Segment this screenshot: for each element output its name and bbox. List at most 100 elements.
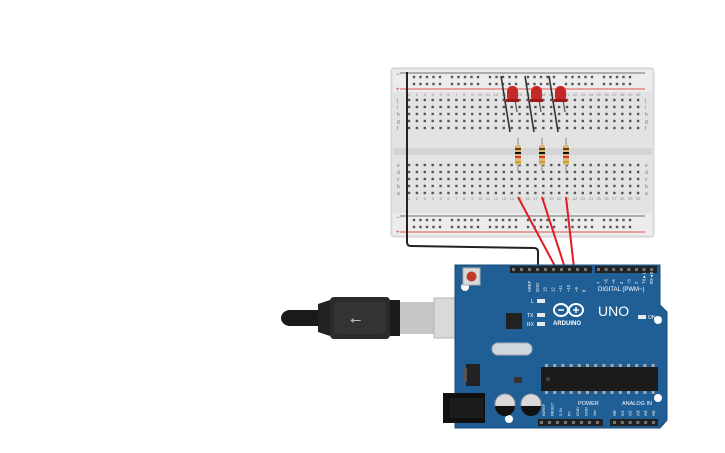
row-letter: d [397,170,400,176]
crystal-oscillator [491,342,533,356]
column-number: 22 [573,196,578,201]
column-number: 14 [509,196,514,201]
resistor-1[interactable] [515,138,521,172]
row-letter: f [397,126,399,132]
led-3[interactable] [548,75,567,133]
led-2[interactable] [524,75,543,133]
column-number: 30 [636,196,641,201]
column-number: 23 [581,92,586,97]
rx-label: RX [527,322,535,328]
digital-pin-label: 8 [582,289,587,292]
row-letter: h [397,112,400,118]
column-number: 24 [588,196,593,201]
power-pin-label: GND [584,407,589,416]
column-number: 21 [565,92,570,97]
led-1[interactable] [500,75,519,133]
power-header-label: POWER [578,401,599,407]
column-number: 11 [486,196,491,201]
column-number: 27 [612,196,617,201]
ground-wire[interactable] [406,72,539,268]
column-number: 5 [439,92,442,97]
column-number: 19 [549,196,554,201]
row-letter: e [645,163,648,169]
column-number: 28 [620,92,625,97]
digital-pin-label: 2 [634,281,639,284]
column-number: 7 [455,92,458,97]
red-wire-1[interactable] [517,196,557,269]
digital-pin-label: GND [535,283,540,292]
power-pin-label: GND [575,407,580,416]
column-number: 9 [471,92,474,97]
digital-pin-label: 7 [596,281,601,284]
on-led [638,315,646,319]
usb-cable[interactable]: ⭠ [281,297,485,339]
analog-pin-label: A4 [643,410,648,416]
resistor-2[interactable] [539,138,545,172]
analog-pin-label: A3 [635,410,640,416]
column-number: 18 [541,196,546,201]
red-wire-3[interactable] [565,196,575,269]
digital-header-label: DIGITAL (PWM~) [598,287,645,293]
column-number: 15 [517,92,522,97]
column-number: 9 [471,196,474,201]
analog-pin-label: A0 [612,410,617,416]
column-number: 21 [565,196,570,201]
digital-header-left[interactable] [510,266,592,273]
column-number: 1 [408,196,411,201]
center-channel [393,148,652,155]
column-number: 29 [628,92,633,97]
tx-led [537,313,545,317]
rail-minus-label: − [396,72,400,78]
brand-label: ARDUINO [553,321,581,327]
column-number: 27 [612,92,617,97]
column-number: 25 [596,92,601,97]
digital-pin-label: ~6 [604,279,609,284]
row-letter: i [397,105,398,111]
resistor-3[interactable] [563,138,569,172]
rail-plus-label-bottom: + [396,230,400,236]
column-number: 24 [588,92,593,97]
rx-led [537,322,545,326]
mount-hole [505,415,513,423]
column-number: 4 [432,92,435,97]
analog-header[interactable] [610,419,658,426]
red-wire-2[interactable] [541,196,566,269]
column-number: 11 [486,92,491,97]
tx-label: TX [527,313,534,319]
arduino-logo-icon [553,303,584,317]
wires[interactable] [406,72,575,269]
column-number: 7 [455,196,458,201]
analog-pin-label: A1 [620,410,625,416]
column-number: 10 [478,92,483,97]
power-header[interactable] [538,419,603,426]
digital-pin-label: ~5 [611,279,616,284]
column-number: 30 [636,92,641,97]
column-number: 17 [533,196,538,201]
resistors[interactable] [515,138,569,172]
column-number: 12 [494,196,499,201]
row-letter: j [644,98,646,104]
l-led [537,299,545,303]
reset-button-cap [466,271,477,282]
row-letter: h [645,112,648,118]
row-letter: a [397,191,400,197]
row-letter: c [397,177,400,183]
digital-pin-label: 12 [550,287,555,292]
l-led-label: L [531,299,534,305]
row-letter: e [397,163,400,169]
row-letter: f [645,126,647,132]
digital-pin-label: TX►1 [642,272,647,284]
column-number: 3 [424,92,427,97]
digital-header-right[interactable] [595,266,657,273]
column-number: 2 [416,92,419,97]
row-letter: b [397,184,400,190]
leds[interactable] [500,75,567,133]
column-number: 20 [557,196,562,201]
mount-hole [654,394,662,402]
